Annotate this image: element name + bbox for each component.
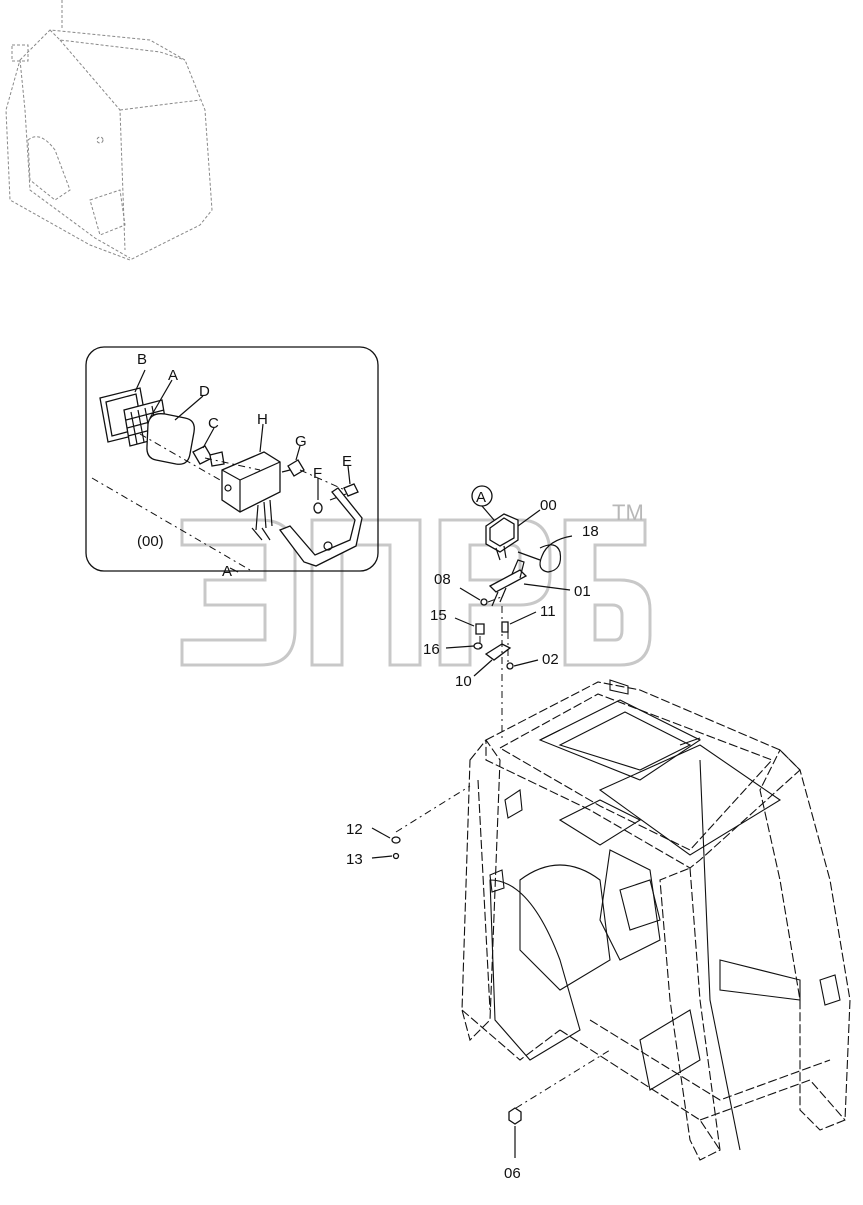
- detail-ref-arrow: [229, 567, 239, 573]
- label-detail-F: F: [313, 465, 322, 482]
- work-lamp: [485, 513, 519, 561]
- bolt-15: [475, 623, 485, 635]
- lamp-bracket: [278, 487, 363, 567]
- washer: [313, 502, 323, 514]
- label-part-06: 06: [504, 1165, 521, 1182]
- label-part-13: 13: [346, 851, 363, 868]
- nut-13: [392, 852, 400, 860]
- label-part-11: 11: [540, 603, 556, 620]
- label-detail-H: H: [257, 411, 268, 428]
- label-part-16: 16: [423, 641, 440, 658]
- label-part-15: 15: [430, 607, 447, 624]
- mount-line-06: [515, 1049, 611, 1109]
- label-detail-B: B: [137, 351, 147, 368]
- label-part-12: 12: [346, 821, 363, 838]
- label-assembly: (00): [137, 533, 164, 550]
- wire-harness: [539, 535, 573, 573]
- label-part-18: 18: [582, 523, 599, 540]
- cab-frame: [461, 679, 851, 1161]
- lamp-housing: [221, 451, 281, 541]
- mount-bracket: [488, 559, 528, 607]
- nut-02: [506, 662, 514, 670]
- detail-section-line: [91, 477, 251, 571]
- label-part-00: 00: [540, 497, 557, 514]
- label-detail-D: D: [199, 383, 210, 400]
- label-part-02: 02: [542, 651, 559, 668]
- mount-line-12: [395, 785, 471, 833]
- exploded-parts: A: [445, 485, 573, 740]
- label-part-10: 10: [455, 673, 472, 690]
- label-detail-ref: A: [222, 563, 232, 580]
- washer-16: [473, 642, 483, 650]
- label-part-08: 08: [434, 571, 451, 588]
- label-part-01: 01: [574, 583, 591, 600]
- label-detail-G: G: [295, 433, 307, 450]
- bolt-12: [391, 836, 401, 844]
- trademark-mark: TM: [612, 500, 644, 525]
- bolt-11: [501, 621, 509, 633]
- bolt-08: [480, 598, 488, 606]
- detail-view-box: [85, 346, 379, 572]
- label-detail-A: A: [168, 367, 178, 384]
- label-detail-E: E: [342, 453, 352, 470]
- lamp-bulb: [192, 445, 225, 467]
- lamp-gasket: [146, 413, 195, 465]
- plate-10: [484, 643, 512, 661]
- cab-thumbnail: [5, 0, 213, 261]
- lamp-switch: [281, 459, 305, 477]
- bolt-06: [508, 1107, 522, 1125]
- label-detail-C: C: [208, 415, 219, 432]
- detail-callout-letter: A: [476, 489, 486, 506]
